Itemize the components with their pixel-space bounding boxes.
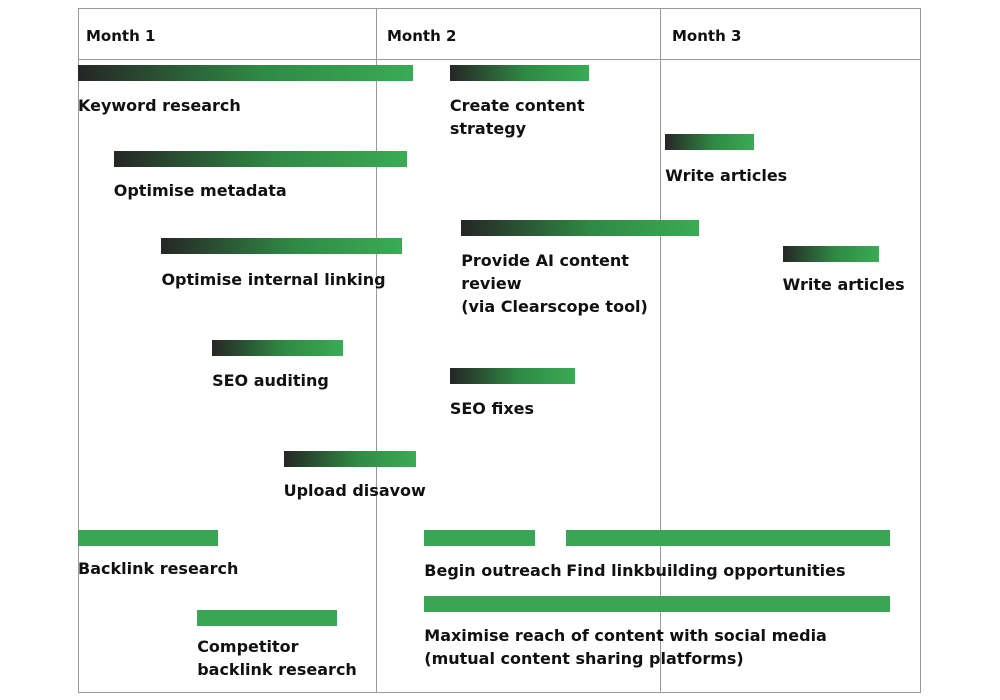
task-label: SEO fixes [449, 399, 535, 418]
task-bar [197, 610, 338, 626]
task-label: Create content strategy [449, 96, 585, 138]
task-label: Competitor backlink research [197, 637, 357, 679]
task-label: Write articles [782, 275, 905, 294]
task-label: Optimise metadata [113, 181, 287, 200]
task-label: Find linkbuilding opportunities [566, 561, 846, 580]
month-3-label: Month 3 [672, 27, 742, 45]
month-1-label: Month 1 [86, 27, 156, 45]
task-bar [161, 238, 402, 254]
task-label: Keyword research [78, 96, 241, 115]
task-bar [461, 220, 700, 236]
month-3-gridline [660, 8, 661, 693]
chart-frame [78, 8, 921, 693]
task-bar [113, 151, 408, 167]
task-label: Maximise reach of content with social me… [424, 626, 827, 668]
task-bar [78, 65, 413, 81]
month-2-gridline [376, 8, 377, 693]
task-bar [424, 530, 536, 546]
task-label: Write articles [665, 166, 788, 185]
task-bar [78, 530, 219, 546]
task-bar [283, 451, 416, 467]
task-label: Provide AI content review (via Clearscop… [461, 251, 648, 316]
task-label: Backlink research [78, 559, 239, 578]
task-bar [782, 246, 880, 262]
task-label: Upload disavow [283, 481, 426, 500]
task-bar [424, 596, 890, 612]
task-label: Optimise internal linking [161, 270, 386, 289]
task-bar [449, 65, 589, 81]
task-label: Begin outreach [424, 561, 562, 580]
task-bar [566, 530, 890, 546]
task-bar [212, 340, 344, 356]
header-divider [78, 59, 921, 60]
task-bar [449, 368, 575, 384]
month-2-label: Month 2 [387, 27, 457, 45]
task-bar [665, 134, 754, 150]
task-label: SEO auditing [212, 371, 329, 390]
